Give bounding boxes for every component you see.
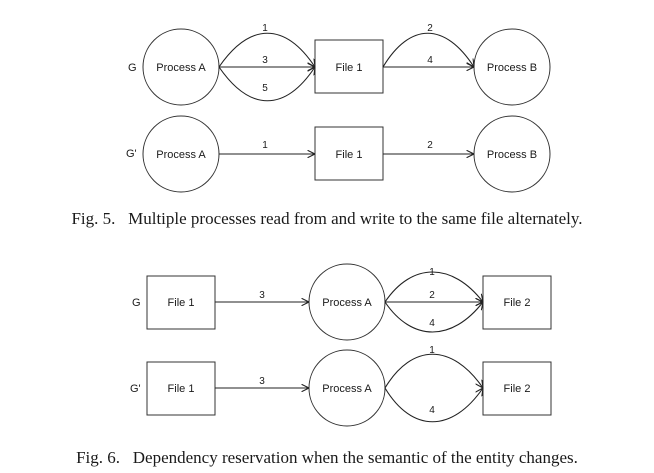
edge-label: 2 bbox=[429, 290, 435, 301]
figure-6: G File 1 Process A File 2 3 1 2 4 G' Fil… bbox=[76, 263, 578, 467]
edge-label: 4 bbox=[429, 318, 435, 329]
edge-1 bbox=[218, 32, 315, 67]
node-label-process-b: Process B bbox=[487, 62, 537, 74]
node-label-process-a: Process A bbox=[322, 297, 372, 309]
figure-5: G Process A File 1 Process B 1 3 5 2 4 G… bbox=[71, 23, 582, 228]
node-label-file-1: File 1 bbox=[336, 149, 363, 161]
graph-label: G bbox=[132, 297, 141, 309]
node-label-file-1: File 1 bbox=[336, 62, 363, 74]
file-node bbox=[482, 275, 552, 330]
edge-label: 3 bbox=[259, 290, 265, 301]
node-label-process-a: Process A bbox=[322, 383, 372, 395]
node-label-process-b: Process B bbox=[487, 149, 537, 161]
edge-label: 4 bbox=[427, 55, 433, 66]
edge-4 bbox=[384, 302, 483, 333]
node-label-file-2: File 2 bbox=[504, 383, 531, 395]
edge-label: 3 bbox=[262, 55, 268, 66]
node-label-process-a: Process A bbox=[156, 149, 206, 161]
edge-label: 1 bbox=[429, 267, 435, 278]
fig6-graph-g-prime: G' File 1 Process A File 2 3 1 4 bbox=[130, 345, 552, 427]
node-label-file-1: File 1 bbox=[168, 383, 195, 395]
fig5-graph-g: G Process A File 1 Process B 1 3 5 2 4 bbox=[128, 23, 551, 106]
file-node bbox=[314, 39, 384, 94]
file-node bbox=[482, 361, 552, 416]
edge-label: 2 bbox=[427, 23, 433, 34]
edge-label: 2 bbox=[427, 140, 433, 151]
graph-label: G' bbox=[126, 148, 137, 160]
fig6-graph-g: G File 1 Process A File 2 3 1 2 4 bbox=[132, 263, 552, 341]
figure-caption: Fig. 6. Dependency reservation when the … bbox=[76, 448, 578, 467]
graph-label: G' bbox=[130, 383, 141, 395]
edge-label: 3 bbox=[259, 376, 265, 387]
edge-label: 1 bbox=[262, 140, 268, 151]
edge-4 bbox=[384, 388, 483, 423]
figure-caption: Fig. 5. Multiple processes read from and… bbox=[71, 209, 582, 228]
node-label-file-2: File 2 bbox=[504, 297, 531, 309]
edge-5 bbox=[218, 67, 315, 102]
edge-label: 1 bbox=[429, 345, 435, 356]
edge-2 bbox=[382, 32, 474, 67]
node-label-process-a: Process A bbox=[156, 62, 206, 74]
file-node bbox=[146, 275, 216, 330]
node-label-file-1: File 1 bbox=[168, 297, 195, 309]
edge-label: 4 bbox=[429, 405, 435, 416]
edge-label: 5 bbox=[262, 83, 268, 94]
edge-1 bbox=[384, 271, 483, 302]
graph-label: G bbox=[128, 62, 137, 74]
edge-label: 1 bbox=[262, 23, 268, 34]
edge-1 bbox=[384, 353, 483, 388]
fig5-graph-g-prime: G' Process A File 1 Process B 1 2 bbox=[126, 115, 551, 193]
